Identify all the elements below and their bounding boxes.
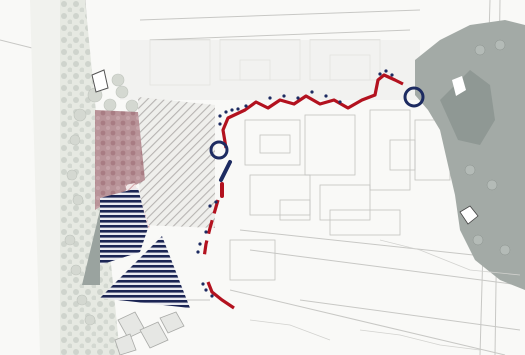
building-icon — [459, 205, 479, 225]
dot-marker-icon — [338, 100, 342, 104]
dot-marker-icon — [214, 200, 218, 204]
tree-cluster-upper-left — [64, 73, 139, 326]
gray-triangle-zone — [82, 210, 100, 285]
dot-marker-icon — [268, 96, 272, 100]
park-pavilion — [452, 76, 466, 96]
hatched-lawn-zone — [138, 97, 215, 228]
dot-marker-icon — [198, 242, 202, 246]
park-inner-area — [440, 70, 495, 145]
dot-marker-icon — [310, 90, 314, 94]
navy-bar-marker — [219, 160, 232, 182]
circle-marker-icon[interactable] — [209, 140, 229, 160]
navy-hatched-zone-lower — [100, 236, 190, 308]
park-area-right — [415, 20, 525, 290]
circle-marker-icon[interactable] — [403, 86, 425, 108]
park-trees — [464, 39, 511, 256]
dot-marker-icon — [210, 294, 214, 298]
dot-marker-icon — [378, 72, 382, 76]
left-edge-strip — [30, 0, 60, 355]
dot-marker-icon — [390, 73, 394, 77]
lower-right-linework — [249, 239, 521, 351]
dot-marker-icon — [208, 204, 212, 208]
dot-marker-icon — [218, 114, 222, 118]
dot-marker-icon — [282, 94, 286, 98]
dot-marker-icon — [224, 110, 228, 114]
dot-marker-icon — [201, 282, 205, 286]
dot-marker-icon — [244, 104, 248, 108]
building-icon — [91, 69, 109, 93]
dot-marker-icon — [324, 94, 328, 98]
dot-marker-icon — [236, 107, 240, 111]
dot-marker-icon — [230, 108, 234, 112]
dot-marker-icon — [296, 96, 300, 100]
dot-marker-icon — [204, 230, 208, 234]
dot-marker-icon — [196, 250, 200, 254]
upper-field — [120, 40, 420, 100]
lower-left-buildings — [114, 311, 185, 355]
navy-hatched-zone-upper — [100, 188, 148, 265]
dot-marker-icon — [218, 122, 222, 126]
route-dot-markers — [196, 69, 394, 298]
route-lower — [206, 281, 235, 310]
route-upper — [221, 73, 404, 149]
dot-marker-icon — [204, 288, 208, 292]
route-middle — [202, 199, 220, 259]
dot-marker-icon — [384, 69, 388, 73]
